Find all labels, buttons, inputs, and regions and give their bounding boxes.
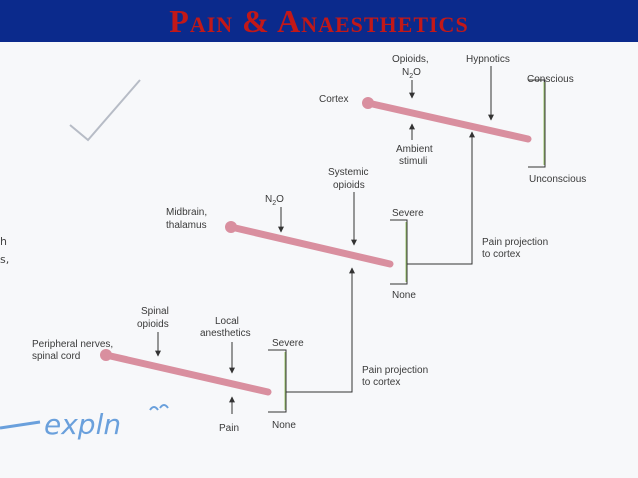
consciousness-bracket <box>528 79 546 168</box>
midbrain-label: Midbrain, <box>166 207 207 218</box>
opioids-label: Opioids, <box>392 54 429 65</box>
midbrain-none-label: None <box>392 290 416 301</box>
spinal-opioids-label: opioids <box>137 319 169 330</box>
midbrain-projection-line <box>407 131 475 265</box>
handwritten-superscript <box>149 404 169 411</box>
slide-title: Pain & Anaesthetics <box>169 3 469 39</box>
spinal-label: Spinal <box>141 306 169 317</box>
left-edge-fragment: s, <box>0 253 9 266</box>
opioids-label: opioids <box>333 180 365 191</box>
unconscious-label: Unconscious <box>529 174 586 185</box>
stimuli-label: stimuli <box>399 156 427 167</box>
conscious-label: Conscious <box>527 74 574 85</box>
midbrain-projection-label: to cortex <box>482 249 520 260</box>
systemic-label: Systemic <box>328 167 369 178</box>
handwritten-note: expln <box>44 408 121 441</box>
midbrain-n2o-label: N2O <box>265 194 284 207</box>
peripheral-pathway-bar <box>102 351 272 396</box>
midbrain-node-dot <box>225 221 237 233</box>
anesthetics-label: anesthetics <box>200 328 251 339</box>
title-bar: Pain & Anaesthetics <box>0 0 638 42</box>
cortex-label: Cortex <box>319 94 348 105</box>
hypnotics-label: Hypnotics <box>466 54 510 65</box>
check-mark-doodle <box>69 79 141 142</box>
midbrain-severe-label: Severe <box>392 208 424 219</box>
peripheral-projection-line <box>286 267 355 393</box>
cortex-node-dot <box>362 97 374 109</box>
n2o-label: N2O <box>402 67 421 80</box>
midbrain-pathway-bar <box>227 223 394 268</box>
cortex-pathway-bar <box>364 99 532 143</box>
local-label: Local <box>215 316 239 327</box>
peripheral-projection-label: Pain projection <box>362 365 428 376</box>
handwritten-underline <box>0 420 41 430</box>
peripheral-label: Peripheral nerves, <box>32 339 113 350</box>
pain-label: Pain <box>219 423 239 434</box>
peripheral-severe-label: Severe <box>272 338 304 349</box>
peripheral-projection-label: to cortex <box>362 377 400 388</box>
pain-pathway-diagram: h s, Cortex Opioids, N2O Hypnotics Ambie… <box>0 54 586 441</box>
midbrain-severity-bracket <box>390 219 408 285</box>
peripheral-none-label: None <box>272 420 296 431</box>
left-edge-fragment: h <box>0 235 7 248</box>
peripheral-severity-bracket <box>268 349 287 413</box>
thalamus-label: thalamus <box>166 220 207 231</box>
spinal-cord-label: spinal cord <box>32 351 80 362</box>
ambient-label: Ambient <box>396 144 433 155</box>
peripheral-node-dot <box>100 349 112 361</box>
midbrain-projection-label: Pain projection <box>482 237 548 248</box>
